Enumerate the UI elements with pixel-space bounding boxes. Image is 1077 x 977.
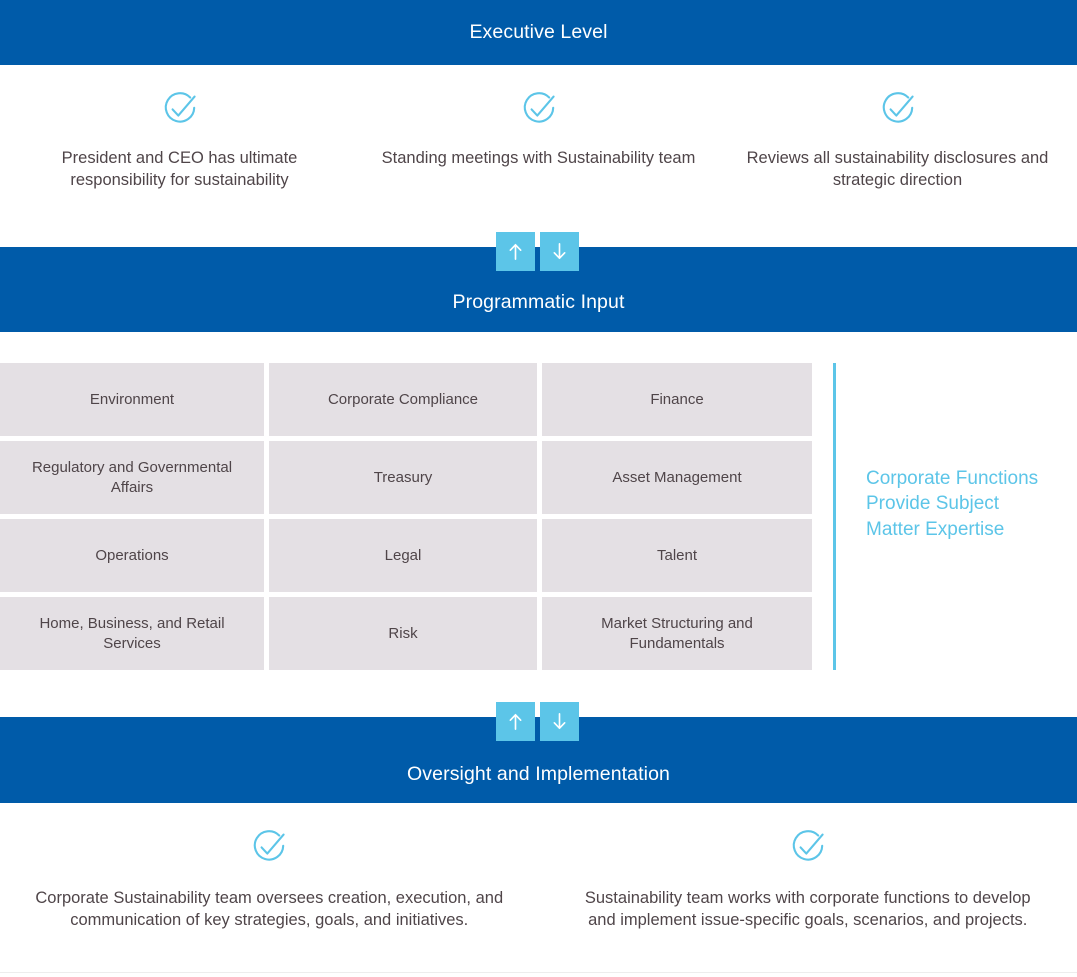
bottom-divider: [0, 972, 1077, 973]
executive-item-1: President and CEO has ultimate responsib…: [0, 65, 359, 247]
grid-cell[interactable]: Legal: [269, 519, 537, 592]
executive-item-1-text: President and CEO has ultimate responsib…: [61, 149, 298, 189]
executive-item-2: Standing meetings with Sustainability te…: [359, 65, 718, 247]
executive-item-2-text: Standing meetings with Sustainability te…: [381, 149, 696, 167]
executive-item-3-text: Reviews all sustainability disclosures a…: [746, 149, 1049, 189]
check-circle-icon: [248, 826, 290, 868]
grid-cell[interactable]: Market Structuring and Fundamentals: [542, 597, 812, 670]
check-circle-icon: [518, 88, 560, 130]
check-circle-icon: [877, 88, 919, 130]
arrow-down-icon: [540, 232, 579, 271]
oversight-item-2: Sustainability team works with corporate…: [539, 803, 1077, 963]
grid-cell[interactable]: Home, Business, and Retail Services: [0, 597, 264, 670]
grid-cell[interactable]: Corporate Compliance: [269, 363, 537, 436]
grid-cell[interactable]: Operations: [0, 519, 264, 592]
arrow-down-icon: [540, 702, 579, 741]
connector-arrows-bottom: [496, 702, 579, 741]
grid-cell[interactable]: Finance: [542, 363, 812, 436]
oversight-item-1-text: Corporate Sustainability team oversees c…: [35, 889, 504, 929]
grid-cell[interactable]: Environment: [0, 363, 264, 436]
section-header-programmatic-input: Programmatic Input: [0, 247, 1077, 332]
oversight-implementation-title: Oversight and Implementation: [407, 762, 670, 785]
grid-cell[interactable]: Treasury: [269, 441, 537, 514]
arrow-up-icon: [496, 232, 535, 271]
oversight-items: Corporate Sustainability team oversees c…: [0, 803, 1077, 963]
section-header-executive-level: Executive Level: [0, 0, 1077, 65]
check-circle-icon: [787, 826, 829, 868]
corporate-functions-grid: Environment Corporate Compliance Finance…: [0, 363, 812, 670]
grid-cell[interactable]: Talent: [542, 519, 812, 592]
executive-level-items: President and CEO has ultimate responsib…: [0, 65, 1077, 247]
grid-cell[interactable]: Risk: [269, 597, 537, 670]
arrow-up-icon: [496, 702, 535, 741]
corporate-functions-note: Corporate Functions Provide Subject Matt…: [866, 468, 1039, 540]
grid-cell[interactable]: Asset Management: [542, 441, 812, 514]
programmatic-input-title: Programmatic Input: [452, 291, 625, 313]
executive-item-3: Reviews all sustainability disclosures a…: [718, 65, 1077, 247]
check-circle-icon: [159, 88, 201, 130]
grid-cell[interactable]: Regulatory and Governmental Affairs: [0, 441, 264, 514]
connector-arrows-top: [496, 232, 579, 271]
executive-level-title: Executive Level: [469, 21, 608, 43]
section-header-oversight-implementation: Oversight and Implementation: [0, 717, 1077, 803]
oversight-item-1: Corporate Sustainability team oversees c…: [0, 803, 539, 963]
vertical-divider: [833, 363, 836, 670]
oversight-item-2-text: Sustainability team works with corporate…: [584, 889, 1031, 929]
